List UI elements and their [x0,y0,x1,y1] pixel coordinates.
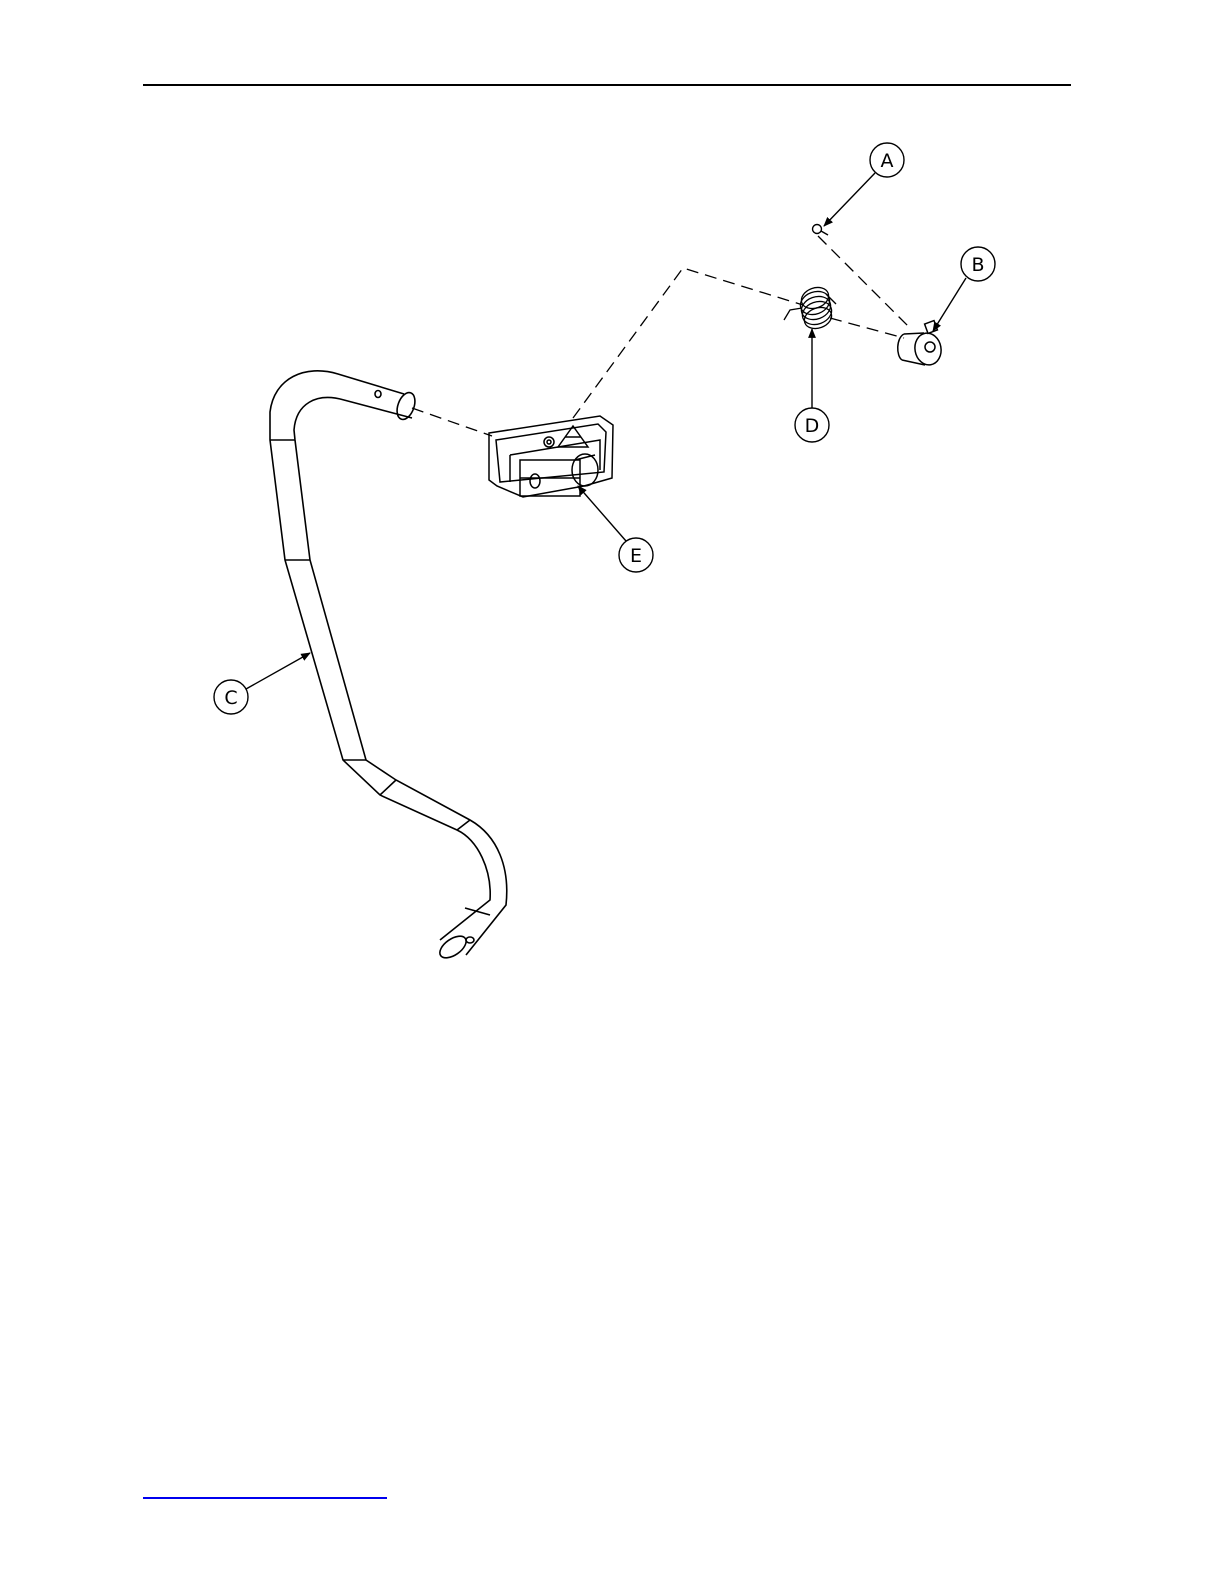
leader-line-c [246,653,310,689]
callout-b: B [961,247,995,281]
callout-d-label: D [805,415,820,437]
pin-part [813,225,829,236]
spring-part [784,284,836,332]
callout-d: D [795,408,829,442]
callout-a: A [870,143,904,177]
callout-a-label: A [881,150,894,172]
tube-part [270,371,507,962]
footer-link[interactable] [143,1497,387,1499]
assembly-lines [412,236,912,436]
collar-part [898,321,944,367]
callout-b-label: B [971,254,984,276]
callout-e: E [619,538,653,572]
leader-line-b [933,278,966,331]
bracket-part [489,416,613,497]
leader-line-a [824,173,875,226]
leader-line-e [578,486,626,541]
callout-e-label: E [630,545,642,567]
callout-c-label: C [224,687,237,709]
callout-c: C [214,680,248,714]
